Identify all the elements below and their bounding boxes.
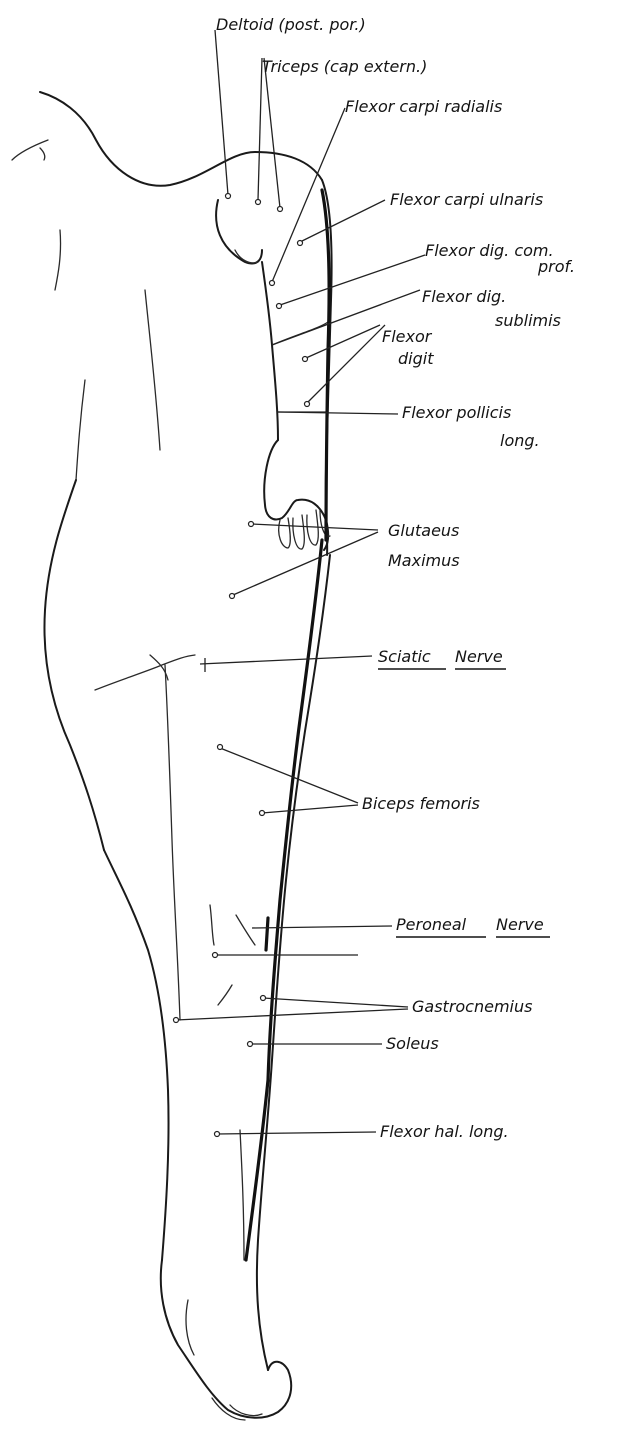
labels: Deltoid (post. por.) Triceps (cap extern… xyxy=(216,15,575,1141)
label-biceps-femoris: Biceps femoris xyxy=(362,794,480,813)
label-glutaeus: Glutaeus xyxy=(388,521,459,540)
label-flexor-digit-2: digit xyxy=(398,349,434,368)
triceps-point-2 xyxy=(278,207,283,212)
label-peroneal: Peroneal xyxy=(396,915,467,934)
label-flexor-carpi-radialis: Flexor carpi radialis xyxy=(345,97,502,116)
label-sciatic-nerve: Nerve xyxy=(455,647,503,666)
thigh-outer xyxy=(104,850,169,1260)
fhl-point xyxy=(215,1132,220,1137)
label-flexor-dig-com: Flexor dig. com. xyxy=(425,241,554,260)
deltoid-outline xyxy=(216,200,262,264)
label-flexor-dig-sub: Flexor dig. xyxy=(422,287,506,306)
biceps-point-1 xyxy=(218,745,223,750)
biceps-point-2 xyxy=(260,811,265,816)
gluteal-fold xyxy=(95,655,195,690)
label-flexor-carpi-ulnaris: Flexor carpi ulnaris xyxy=(390,190,543,209)
torso-back xyxy=(55,230,61,290)
label-soleus: Soleus xyxy=(386,1034,439,1053)
fcu-point xyxy=(298,241,303,246)
glut-point-2 xyxy=(230,594,235,599)
label-flexor-digit-1: Flexor xyxy=(382,327,433,346)
fd-point-2 xyxy=(305,402,310,407)
torso-mid xyxy=(145,290,160,450)
peroneal-branch xyxy=(266,918,268,950)
glut-point-1 xyxy=(249,522,254,527)
arm-inner xyxy=(262,262,278,440)
label-flexor-pollicis: Flexor pollicis xyxy=(402,403,511,422)
body-outline xyxy=(12,92,332,1420)
label-gastrocnemius: Gastrocnemius xyxy=(412,997,532,1016)
label-sciatic: Sciatic xyxy=(378,647,431,666)
ulnar-nerve-line xyxy=(322,190,329,540)
inner-leg xyxy=(165,665,180,1020)
leader-lines xyxy=(174,30,426,1137)
label-triceps: Triceps (cap extern.) xyxy=(262,57,427,76)
label-peroneal-nerve: Nerve xyxy=(496,915,544,934)
calf-inner xyxy=(240,1130,244,1260)
label-deltoid: Deltoid (post. por.) xyxy=(216,15,366,34)
soleus-point xyxy=(248,1042,253,1047)
head-outline xyxy=(12,140,48,160)
label-flexor-dig-com-prof: prof. xyxy=(537,257,575,276)
fdp-point xyxy=(277,304,282,309)
fd-point-1 xyxy=(303,357,308,362)
label-glutaeus-maximus: Maximus xyxy=(388,551,460,570)
foot-outline xyxy=(161,1260,291,1418)
label-flexor-dig-sublimis: sublimis xyxy=(495,311,561,330)
torso-left xyxy=(76,380,85,480)
triceps-point-1 xyxy=(256,200,261,205)
gastroc-point-2 xyxy=(174,1018,179,1023)
gastroc-point-1 xyxy=(261,996,266,1001)
deltoid-point xyxy=(226,194,231,199)
nerve-lines xyxy=(246,190,329,1260)
hip-outer xyxy=(44,480,104,850)
shoulder-outline xyxy=(40,92,322,186)
label-flexor-pollicis-long: long. xyxy=(500,431,540,450)
leg-back xyxy=(257,555,330,1370)
deltoid-inner xyxy=(235,250,258,263)
fcr-point xyxy=(270,281,275,286)
knee-point xyxy=(213,953,218,958)
toes xyxy=(186,1300,262,1420)
label-flexor-hal-long: Flexor hal. long. xyxy=(380,1122,509,1141)
